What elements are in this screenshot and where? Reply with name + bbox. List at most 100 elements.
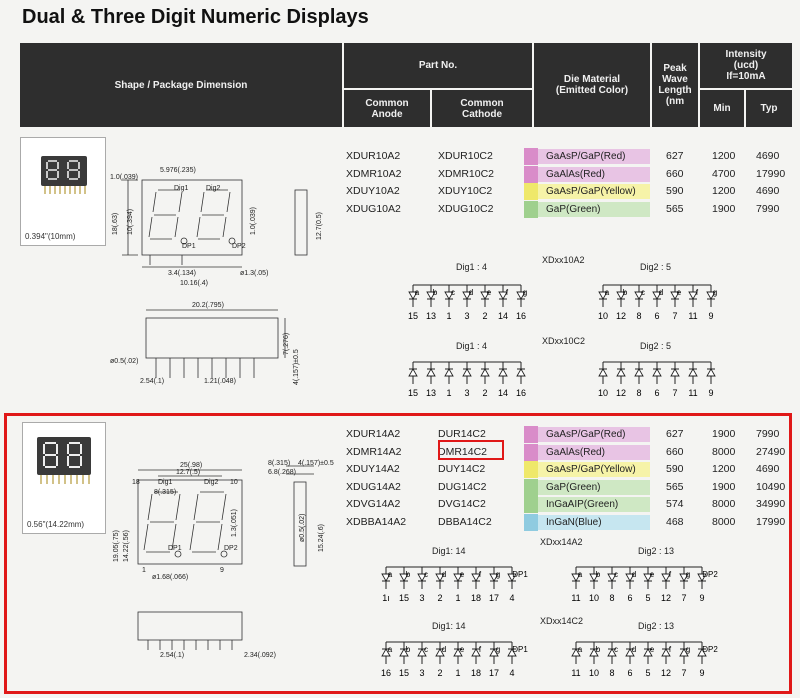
header-die-material: Die Material (Emitted Color): [534, 43, 650, 127]
pin-number: 6: [654, 388, 659, 398]
led-diode-symbol: [498, 368, 508, 377]
pin-number: 12: [661, 593, 671, 603]
segment-label: e: [460, 645, 465, 654]
pin-number: 16: [516, 311, 526, 321]
segment-label: g: [496, 570, 500, 579]
diagram-dig2: Dig2 : 13: [638, 621, 675, 631]
dim-label: Dig1: [174, 185, 189, 192]
dim-label: DP2: [232, 243, 246, 250]
peak-wavelength: 565: [666, 202, 684, 215]
segment-label: c: [614, 645, 618, 654]
header-intensity: Intensity (ucd) If=10mA: [700, 43, 792, 88]
peak-wavelength: 660: [666, 445, 684, 458]
pin-number: 18: [471, 593, 481, 603]
part-anode: XDMR14A2: [346, 445, 402, 458]
part-cathode: DUY14C2: [438, 463, 486, 475]
die-material: GaAlAs(Red): [538, 444, 650, 460]
led-diode-symbol: [697, 648, 707, 657]
header-peak-wave: Peak Wave Length (nm: [652, 43, 698, 127]
led-diode-symbol: [634, 291, 644, 300]
dim-label: 1.0(.039): [110, 174, 138, 181]
part-anode: XDUY14A2: [346, 463, 400, 475]
segment-label: b: [406, 570, 411, 579]
pin-diagram-14A2: 1ıa15b3c2d1e18f17g4DP111a10b8c6d5e12f7g9…: [381, 566, 718, 603]
led-diode-symbol: [571, 648, 581, 657]
color-swatch: [524, 165, 538, 183]
intensity-min: 4700: [712, 167, 736, 180]
die-material: GaAsP/GaP(Red): [538, 427, 650, 442]
pin-number: 13: [426, 388, 436, 398]
pin-number: 16: [516, 388, 526, 398]
intensity-typ: 4690: [756, 463, 780, 475]
led-diode-symbol: [426, 291, 436, 300]
pin-number: 15: [408, 388, 418, 398]
led-diode-symbol: [381, 648, 391, 657]
die-material: GaAlAs(Red): [538, 166, 650, 182]
led-diode-symbol: [634, 368, 644, 377]
segment-label: c: [641, 288, 645, 297]
segment-label: e: [460, 570, 465, 579]
dim-label: 10(.394): [127, 209, 134, 235]
pin-number: 17: [489, 668, 499, 678]
part-cathode: DUR14C2: [438, 428, 486, 440]
led-diode-symbol: [435, 648, 445, 657]
pin-number: 12: [616, 311, 626, 321]
part-cathode: DMR14C2: [438, 445, 488, 458]
header-part-no: Part No.: [344, 43, 532, 88]
dim-label: DP2: [224, 545, 238, 552]
dim-label: 1.3(.051): [231, 509, 238, 537]
led-diode-symbol: [480, 368, 490, 377]
diagram-dig1: Dig1: 14: [432, 621, 466, 631]
diagram-dig2: Dig2 : 5: [640, 341, 672, 351]
led-diode-symbol: [697, 573, 707, 582]
highlighted-part-number: [438, 440, 504, 460]
led-diode-symbol: [381, 573, 391, 582]
pin-number: 3: [419, 668, 424, 678]
dim-label: 10: [230, 479, 238, 486]
part-cathode: DVG14C2: [438, 498, 486, 510]
led-diode-symbol: [471, 573, 481, 582]
pin-number: 11: [571, 593, 580, 603]
dim-label: ø1.3(.05): [240, 270, 268, 277]
segment-label: DP2: [702, 645, 718, 654]
pin-number: 9: [699, 593, 704, 603]
segment-label: f: [479, 570, 482, 579]
intensity-typ: 17990: [756, 167, 786, 180]
pin-number: 10: [589, 668, 599, 678]
pin-number: 2: [437, 668, 442, 678]
led-diode-symbol: [462, 291, 472, 300]
peak-wavelength: 565: [666, 480, 684, 493]
dim-label: 25(.98): [180, 462, 202, 469]
intensity-min: 1200: [712, 463, 736, 475]
segment-label: f: [506, 288, 509, 297]
dim-label: 1.0(.039): [250, 207, 257, 235]
color-swatch: [524, 426, 538, 443]
color-swatch: [524, 461, 538, 478]
part-anode: XDUR10A2: [346, 150, 401, 162]
color-swatch: [524, 496, 538, 513]
segment-label: b: [623, 288, 628, 297]
led-diode-symbol: [417, 573, 427, 582]
led-diode-symbol: [679, 648, 689, 657]
led-diode-symbol: [706, 291, 716, 300]
pin-number: 8: [636, 388, 641, 398]
led-diode-symbol: [444, 291, 454, 300]
intensity-typ: 7990: [756, 428, 780, 440]
intensity-typ: 17990: [756, 515, 786, 528]
intensity-typ: 7990: [756, 202, 780, 215]
intensity-min: 8000: [712, 515, 736, 528]
diagram-dig1: Dig1 : 4: [456, 341, 488, 351]
segment-label: g: [686, 570, 690, 579]
pin-number: 1: [446, 388, 451, 398]
pin-number: 6: [627, 668, 632, 678]
led-diode-symbol: [399, 573, 409, 582]
intensity-min: 8000: [712, 445, 736, 458]
pin-number: 12: [661, 668, 671, 678]
pin-number: 13: [426, 311, 436, 321]
diagram-dig2: Dig2 : 13: [638, 546, 675, 556]
part-anode: XDUG14A2: [346, 480, 401, 493]
